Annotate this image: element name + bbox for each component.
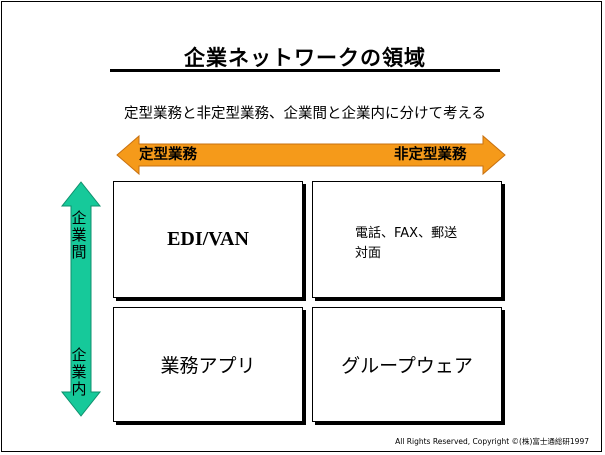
title-underline (110, 69, 500, 72)
inter-company-label: 企 業 間 (70, 210, 88, 261)
quadrant-edi-van: EDI/VAN (113, 181, 303, 298)
routine-work-label: 定型業務 (139, 147, 197, 163)
non-routine-work-label: 非定型業務 (394, 147, 467, 163)
quadrant-groupware: グループウェア (312, 307, 502, 422)
vertical-double-arrow (60, 181, 102, 417)
horizontal-double-arrow (116, 134, 506, 176)
inter-company-char-1: 企 (71, 209, 87, 227)
intra-company-char-1: 企 (71, 346, 87, 364)
quadrant-business-apps-label: 業務アプリ (160, 355, 256, 377)
slide-title: 企業ネットワークの領域 (184, 46, 426, 70)
quadrant-groupware-label: グループウェア (341, 355, 473, 377)
copyright-footer: All Rights Reserved, Copyright ©(株)富士通総研… (395, 437, 589, 446)
quadrant-edi-van-label: EDI/VAN (167, 228, 249, 250)
intra-company-label: 企 業 内 (70, 347, 88, 398)
quadrant-phone-fax: 電話、FAX、郵送 対面 (312, 181, 502, 298)
quadrant-phone-fax-line1: 電話、FAX、郵送 (355, 226, 458, 241)
inter-company-char-3: 間 (71, 243, 87, 261)
intra-company-char-3: 内 (71, 380, 87, 398)
quadrant-phone-fax-line2: 対面 (355, 246, 382, 261)
inter-company-char-2: 業 (71, 226, 87, 244)
intra-company-char-2: 業 (71, 363, 87, 381)
quadrant-business-apps: 業務アプリ (113, 307, 303, 422)
slide-subtitle: 定型業務と非定型業務、企業間と企業内に分けて考える (123, 106, 487, 122)
